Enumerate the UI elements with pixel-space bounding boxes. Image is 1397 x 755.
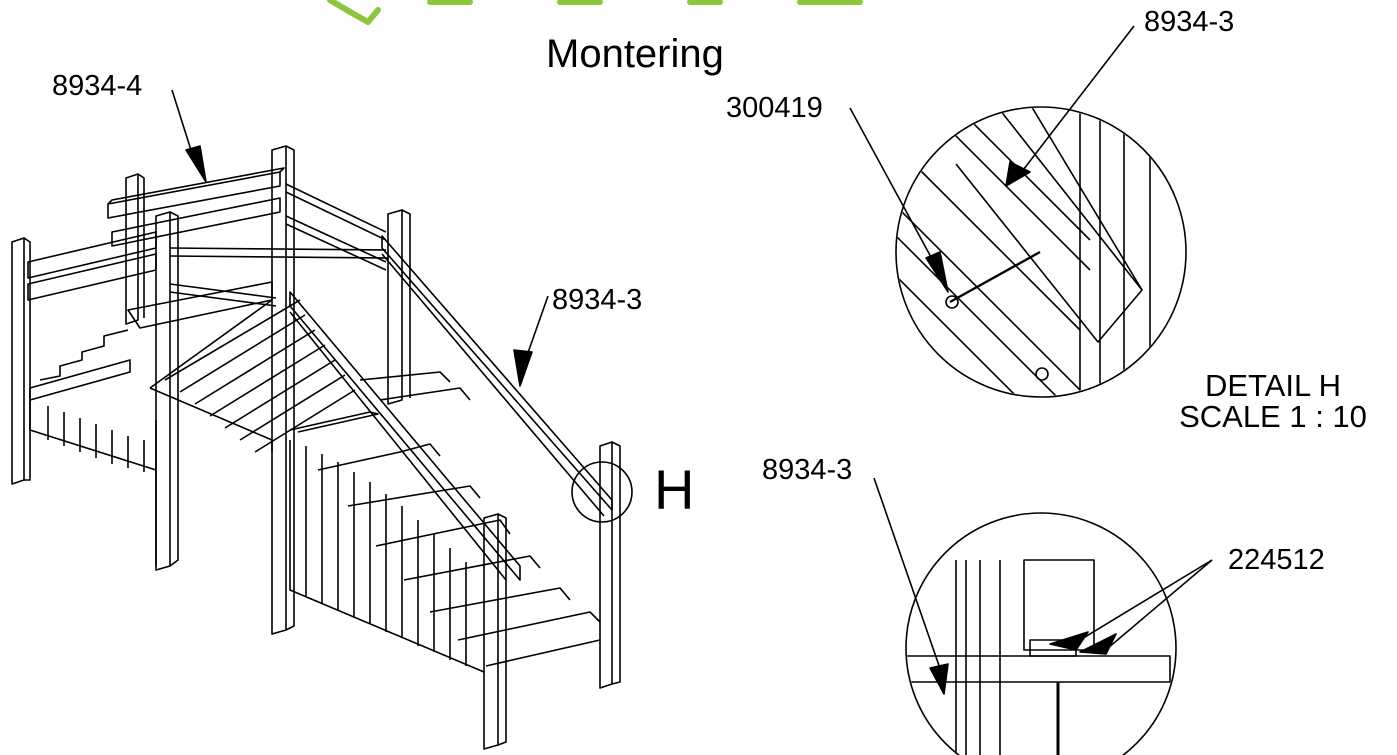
cross-rails	[169, 183, 389, 307]
deck	[127, 281, 356, 453]
logo-fragment	[327, 0, 863, 25]
callout-detail-h-rail: 8934-3	[1144, 6, 1235, 38]
detail-lower-view	[873, 477, 1213, 755]
drawing-title: Montering	[546, 32, 724, 76]
detail-marker: H	[654, 458, 695, 521]
right-back-posts	[387, 209, 621, 750]
center-post	[271, 145, 295, 635]
detail-h-view	[849, 25, 1187, 398]
detail-caption-line1: DETAIL H	[1204, 368, 1342, 403]
stair-assembly	[11, 89, 633, 750]
main-stairs	[289, 371, 601, 673]
left-stairs	[29, 329, 157, 566]
stair-handrails	[289, 235, 613, 581]
callout-top-handrail: 8934-4	[52, 70, 143, 102]
left-rails	[27, 231, 157, 301]
leaders	[171, 89, 549, 387]
callout-screw: 300419	[726, 92, 823, 124]
callout-lower-rail: 8934-3	[762, 454, 853, 486]
top-handrail	[107, 167, 285, 247]
callout-bracket: 224512	[1228, 544, 1325, 576]
callout-stair-handrail: 8934-3	[552, 284, 643, 316]
detail-caption-line2: SCALE 1 : 10	[1179, 399, 1367, 434]
detail-caption: DETAIL H SCALE 1 : 10	[1158, 370, 1388, 432]
detail-h-circle	[571, 461, 633, 523]
